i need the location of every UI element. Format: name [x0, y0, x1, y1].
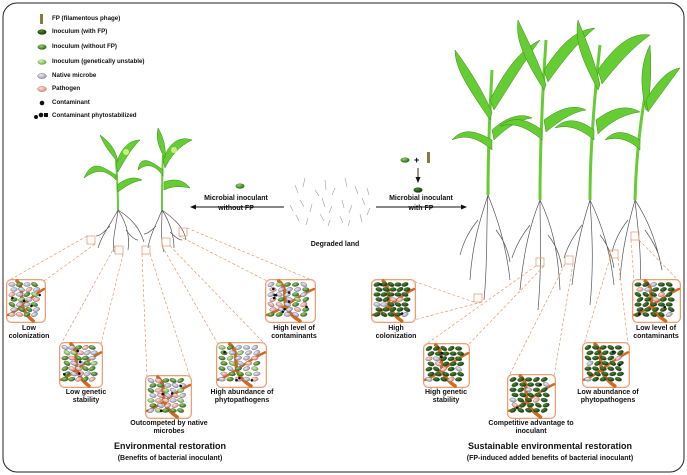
degraded-land-illustration: [289, 177, 371, 227]
inoculum-with-fp-mark: [413, 187, 423, 193]
contaminant-icon: [39, 100, 45, 106]
box-high-genetic-stability: [423, 343, 470, 388]
label-competitive-advantage: Competitive advantage to inoculant: [488, 420, 574, 435]
label-low-contaminants: Low level of contaminants: [633, 325, 679, 340]
box-high-phytopathogens: [216, 342, 267, 388]
label-low-genetic-stability: Low genetic stability: [65, 389, 107, 404]
legend-label-contaminant: Contaminant: [52, 99, 90, 106]
fp-icon: [40, 14, 43, 24]
box-high-contaminants: [265, 279, 316, 323]
box-low-contaminants: [632, 279, 681, 323]
box-high-colonization: [371, 279, 416, 323]
contaminant-phytostabilized-icon: [34, 112, 48, 119]
legend-label-fp: FP (filamentous phage): [52, 15, 121, 22]
inoculum-with-fp-icon: [37, 29, 47, 35]
right-panel-title: Sustainable environmental restoration: [467, 441, 633, 451]
inoculum-without-fp-icon: [37, 44, 47, 50]
box-outcompeted: [145, 375, 192, 419]
box-competitive-advantage: [507, 374, 556, 419]
inoculum-unstable-icon: [37, 59, 47, 65]
label-outcompeted: Outcompeted by native microbes: [130, 420, 208, 435]
legend-label-with-fp: Inoculum (with FP): [52, 28, 108, 35]
left-panel-subtitle: (Benefits of bacterial inoculant): [117, 455, 223, 462]
svg-text:+: +: [414, 155, 419, 165]
right-arrow-label: Microbial inoculant with FP: [380, 195, 462, 213]
label-high-phytopathogens: High abundance of phytopathogens: [210, 389, 274, 404]
label-high-genetic-stability: High genetic stability: [424, 389, 467, 404]
left-arrow-line1: Microbial inoculant: [204, 195, 268, 202]
pathogen-icon: [37, 86, 47, 92]
right-arrow-line1: Microbial inoculant: [389, 195, 453, 202]
legend-label-native: Native microbe: [52, 72, 97, 79]
inoculum-without-fp-mark: [235, 183, 245, 189]
legend-label-unstable: Inoculum (genetically unstable): [52, 58, 145, 65]
legend-icons: [34, 14, 48, 119]
right-connectors: [412, 239, 680, 377]
label-high-contaminants: High level of contaminants: [271, 325, 317, 340]
left-arrow-line2: without FP: [218, 204, 254, 212]
legend-label-phytostabilized: Contaminant phytostabilized: [52, 112, 137, 119]
right-plants: [451, 19, 681, 311]
native-microbe-icon: [37, 73, 47, 79]
left-connectors: [7, 227, 315, 378]
legend-label-pathogen: Pathogen: [52, 85, 81, 92]
left-panel-title: Environmental restoration: [113, 441, 227, 451]
label-high-colonization: High colonization: [375, 325, 417, 340]
box-low-genetic-stability: [59, 342, 103, 388]
center-arrows: +: [190, 152, 467, 210]
legend-label-without-fp: Inoculum (without FP): [52, 43, 117, 50]
box-low-colonization: [6, 279, 46, 323]
box-low-phytopathogens: [582, 342, 630, 388]
label-low-phytopathogens: Low abundance of phytopathogens: [577, 389, 639, 404]
left-plants: [83, 127, 193, 253]
degraded-land-label: Degraded land: [310, 241, 360, 248]
label-low-colonization: Low colonization: [8, 325, 50, 340]
right-panel-subtitle: (FP-induced added benefits of bacterial …: [466, 455, 634, 462]
root-selection-squares: [86, 227, 640, 303]
detail-boxes: [6, 279, 681, 419]
left-arrow-label: Microbial inoculant without FP: [193, 195, 279, 213]
right-arrow-line2: with FP: [408, 204, 434, 212]
